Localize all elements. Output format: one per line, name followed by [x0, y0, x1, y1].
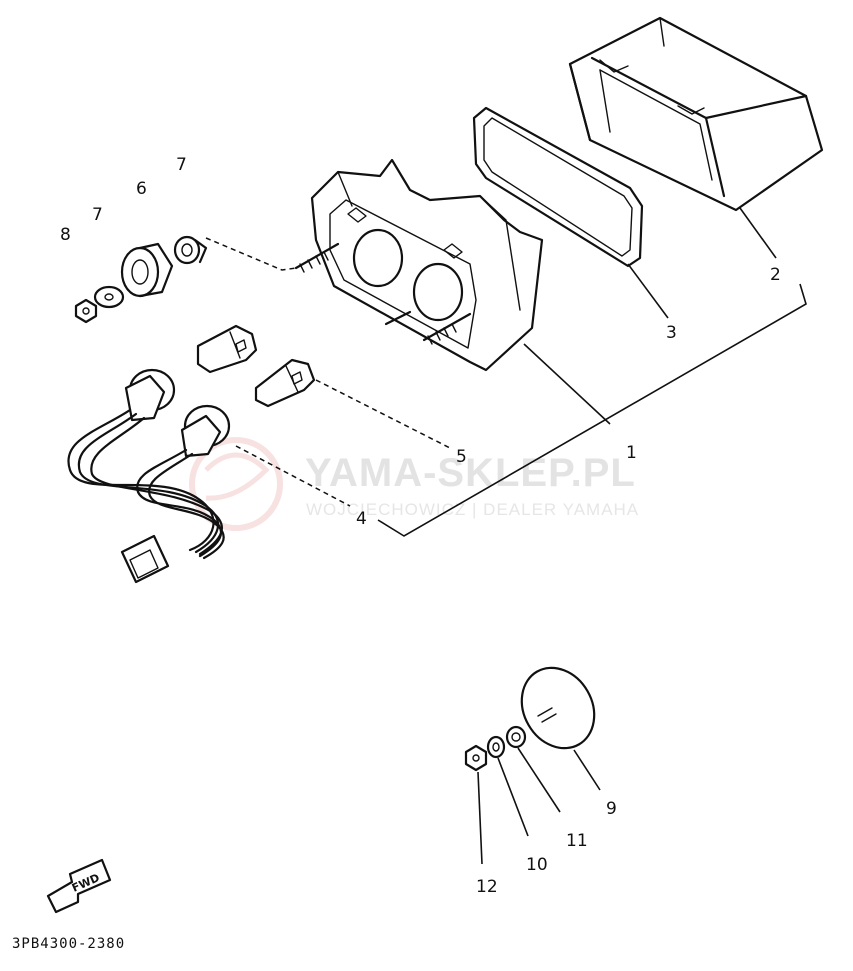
- callout-9: 9: [606, 799, 617, 819]
- leader-lines: [205, 207, 807, 865]
- callouts: 1 2 3 4 5 6 7 7 8 9 10 11 12: [60, 155, 781, 897]
- callout-8: 8: [60, 225, 71, 245]
- callout-10: 10: [526, 855, 548, 875]
- part-tail-light-base: [294, 158, 544, 372]
- watermark-subtitle: WOJCIECHOWICZ | DEALER YAMAHA: [306, 500, 639, 519]
- callout-11: 11: [566, 831, 588, 851]
- part-grommet: [120, 242, 174, 298]
- part-washer: [173, 235, 208, 265]
- part-lens: [568, 16, 824, 212]
- callout-3: 3: [666, 323, 677, 343]
- part-socket-harness: [67, 368, 231, 584]
- part-washer-10: [486, 735, 506, 759]
- part-nut: [74, 298, 98, 324]
- part-code: 3PB4300-2380: [12, 936, 125, 952]
- callout-7-lower: 7: [92, 205, 103, 225]
- part-washer-11: [505, 725, 527, 749]
- callout-5: 5: [456, 447, 467, 467]
- callout-6: 6: [136, 179, 147, 199]
- part-bulb-lower: [254, 358, 316, 408]
- callout-12: 12: [476, 877, 498, 897]
- watermark-logo-icon: [189, 437, 283, 531]
- callout-7-upper: 7: [176, 155, 187, 175]
- watermark: YAMA-SKLEP.PL WOJCIECHOWICZ | DEALER YAM…: [189, 437, 639, 531]
- part-reflector: [520, 666, 596, 750]
- callout-4: 4: [356, 509, 367, 529]
- watermark-title: YAMA-SKLEP.PL: [305, 451, 636, 495]
- callout-1: 1: [626, 443, 637, 463]
- part-bulb-upper: [196, 324, 258, 374]
- part-gasket: [472, 106, 644, 268]
- part-nut-12: [464, 744, 488, 772]
- forward-arrow-icon: FWD: [46, 858, 112, 914]
- part-washer-flat: [93, 285, 125, 309]
- callout-2: 2: [770, 265, 781, 285]
